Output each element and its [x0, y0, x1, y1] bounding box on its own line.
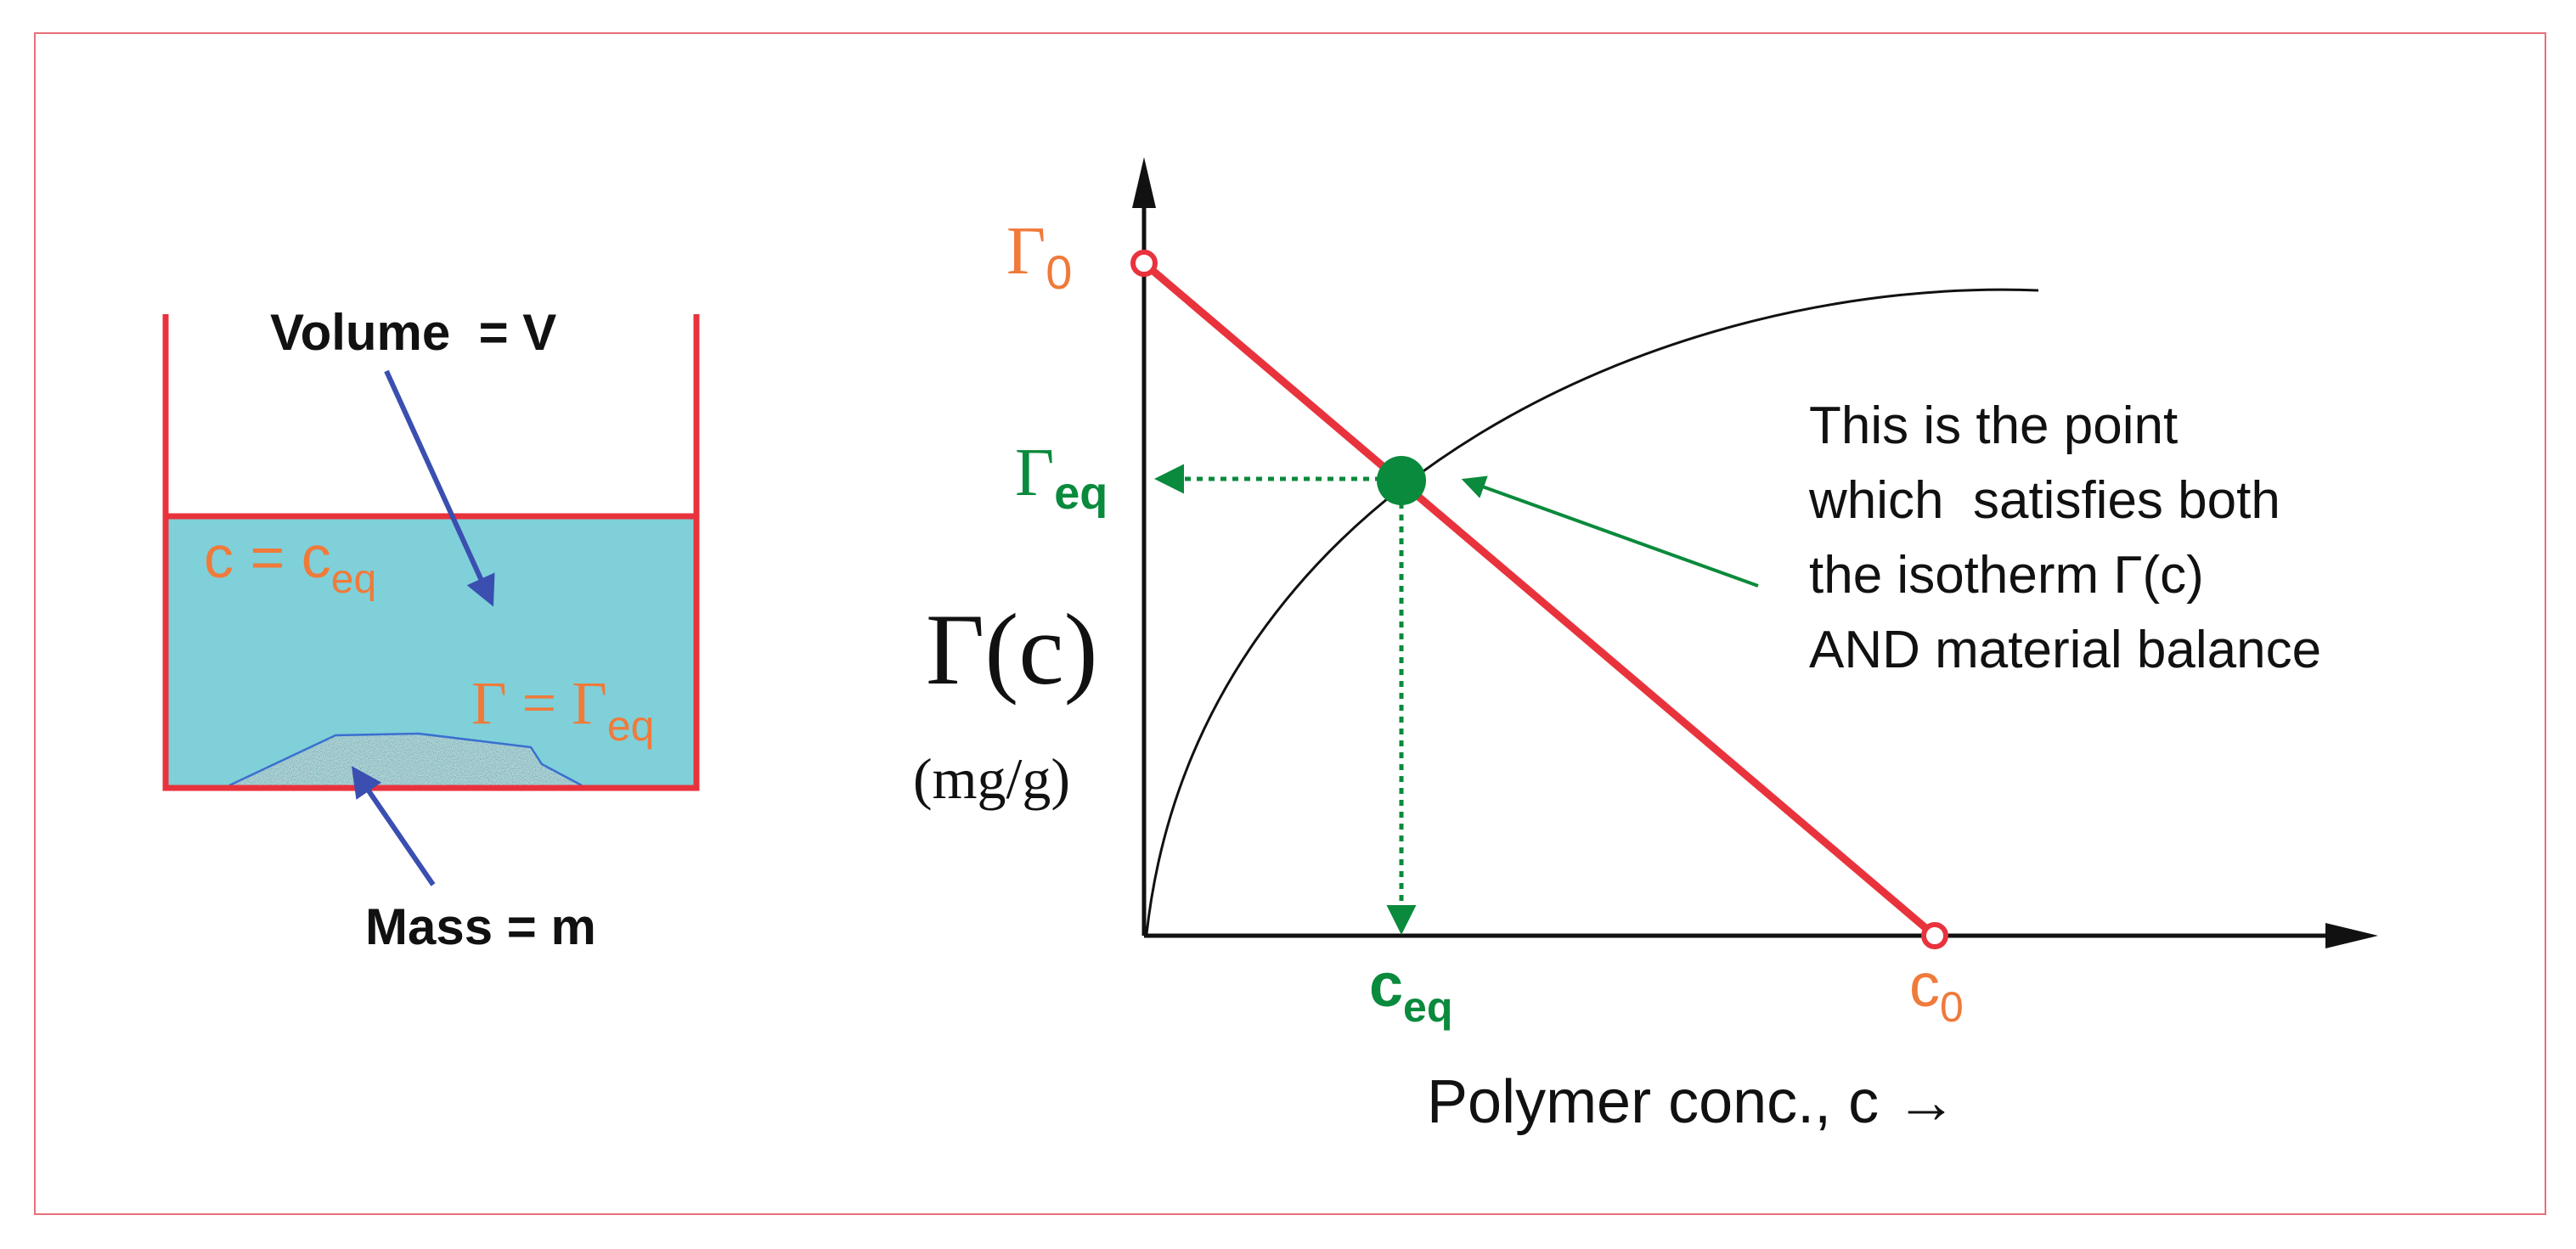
c-equals-ceq-sub: eq — [331, 557, 376, 602]
annotation-line: AND material balance — [1809, 621, 2321, 679]
mass-label: Mass = m — [365, 898, 596, 955]
annotation-line: This is the point — [1809, 397, 2178, 455]
annotation-text: This is the point which satisfies both the… — [1808, 397, 2321, 679]
c0-label-main: c — [1909, 952, 1940, 1020]
gamma-eq-label-main: Γ — [1015, 436, 1054, 510]
c0-intercept-marker — [1921, 922, 1948, 949]
gamma-eq-label-sub: eq — [1054, 468, 1108, 519]
equilibrium-point — [1377, 456, 1426, 505]
c-eq-label: ceq — [1369, 952, 1452, 1031]
y-axis-unit: (mg/g) — [913, 746, 1070, 811]
x-axis-arrowhead — [2325, 923, 2378, 948]
gamma0-label: Γ0 — [1006, 214, 1072, 299]
gamma-equals-gammaeq: Γ = Γeq — [471, 669, 654, 750]
c-equals-ceq: c = ceq — [204, 524, 376, 602]
gamma-eq-label: Γeq — [1015, 436, 1108, 519]
volume-arrow — [384, 369, 495, 607]
c0-label: c0 — [1909, 952, 1964, 1031]
annotation-line: which satisfies both — [1808, 471, 2280, 530]
gamma0-label-sub: 0 — [1046, 245, 1072, 299]
gamma-equals-gammaeq-sub: eq — [607, 702, 655, 750]
volume-label: Volume = V — [270, 304, 556, 361]
c-eq-label-sub: eq — [1403, 983, 1452, 1031]
x-axis-label: Polymer conc., c → — [1427, 1068, 1957, 1136]
c-equals-ceq-main: c = c — [204, 524, 331, 590]
y-axis-symbol: Γ(c) — [926, 593, 1098, 706]
annotation-line: the isotherm Γ(c) — [1809, 546, 2204, 605]
mass-arrow — [351, 766, 436, 886]
c-eq-label-main: c — [1369, 952, 1403, 1020]
isotherm-graph: Γ0 Γeq ceq c0 Γ(c) (mg/g) Polymer conc.,… — [913, 157, 2378, 1136]
annotation-arrow — [1461, 475, 1759, 588]
figure-frame — [34, 32, 2546, 1215]
beaker-walls — [162, 314, 700, 791]
gamma0-intercept-marker — [1130, 250, 1158, 277]
c0-label-sub: 0 — [1940, 983, 1964, 1031]
container-diagram: Volume = V c = ceq Γ = Γeq Mass = m — [162, 304, 700, 955]
gamma0-label-main: Γ — [1006, 214, 1046, 289]
gamma-equals-gammaeq-main: Γ = Γ — [471, 669, 607, 737]
y-axis-arrowhead — [1132, 157, 1156, 208]
adsorbent-outline — [228, 732, 583, 787]
isotherm-curve — [1145, 288, 2039, 935]
material-balance-line — [1141, 260, 1937, 939]
